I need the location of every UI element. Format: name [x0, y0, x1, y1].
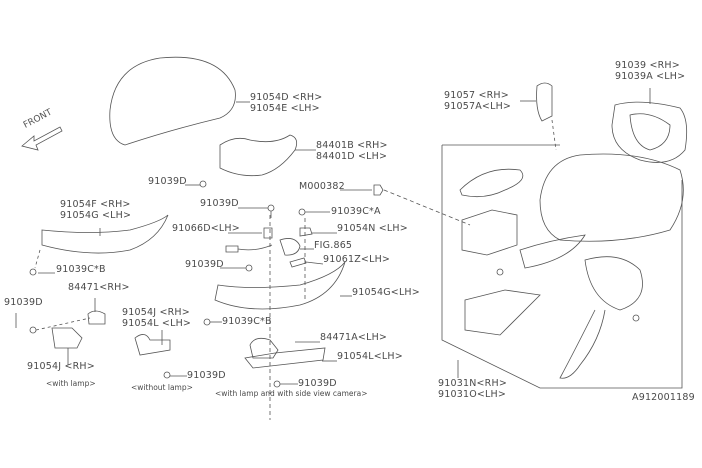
- garnish-left: [41, 214, 169, 254]
- label-91054j: 91054J <RH>: [122, 307, 190, 318]
- label-91039c-a: 91039C*A: [331, 206, 381, 217]
- label-91039d-lamp: 91039D: [148, 176, 187, 187]
- label-91066d: 91066D<LH>: [172, 223, 240, 234]
- mirror-glass: [611, 101, 688, 163]
- mirror-cover: [109, 56, 236, 146]
- label-91039d-cam-top: 91039D: [200, 198, 239, 209]
- label-91054g: 91054G <LH>: [60, 210, 132, 221]
- front-arrow-icon: [21, 126, 63, 151]
- label-91054g-center: 91054G<LH>: [352, 287, 420, 298]
- label-91061z: 91061Z<LH>: [323, 254, 391, 265]
- label-91031n: 91031N<RH>: [438, 378, 507, 389]
- label-91054e: 91054E <LH>: [250, 103, 320, 114]
- label-84471a: 84471A<LH>: [320, 332, 388, 343]
- label-91039a: 91039A <LH>: [615, 71, 686, 82]
- label-91057a: 91057A<LH>: [444, 101, 512, 112]
- label-91054l: 91054L <LH>: [122, 318, 192, 329]
- turn-lamp: [219, 134, 298, 177]
- note-without-lamp: <without lamp>: [131, 383, 193, 392]
- label-91039c-b-mid: 91039C*B: [222, 316, 272, 327]
- label-91039c-b-left: 91039C*B: [56, 264, 106, 275]
- diagram-id: A912001189: [632, 392, 695, 403]
- label-84401b: 84401B <RH>: [316, 140, 388, 151]
- note-with-lamp-camera: <with lamp and with side view camera>: [215, 389, 368, 398]
- label-91039d-left: 91039D: [4, 297, 43, 308]
- label-91039: 91039 <RH>: [615, 60, 680, 71]
- label-91054l-2: 91054L<LH>: [337, 351, 403, 362]
- label-m000382: M000382: [299, 181, 345, 192]
- label-84401d: 84401D <LH>: [316, 151, 388, 162]
- label-91039d-without: 91039D: [187, 370, 226, 381]
- label-91054j-2: 91054J <RH>: [27, 361, 95, 372]
- label-91031o: 91031O<LH>: [438, 389, 507, 400]
- label-91057: 91057 <RH>: [444, 90, 509, 101]
- garnish-center: [214, 261, 346, 310]
- label-91054d: 91054D <RH>: [250, 92, 323, 103]
- label-fig865: FIG.865: [314, 240, 353, 251]
- note-with-lamp: <with lamp>: [46, 379, 96, 388]
- label-91039d-cam-mid: 91039D: [185, 259, 224, 270]
- assembly-outline: [441, 144, 683, 389]
- label-84471: 84471<RH>: [68, 282, 130, 293]
- label-91039d-with-cam: 91039D: [298, 378, 337, 389]
- label-91054n: 91054N <LH>: [337, 223, 408, 234]
- label-91054f: 91054F <RH>: [60, 199, 131, 210]
